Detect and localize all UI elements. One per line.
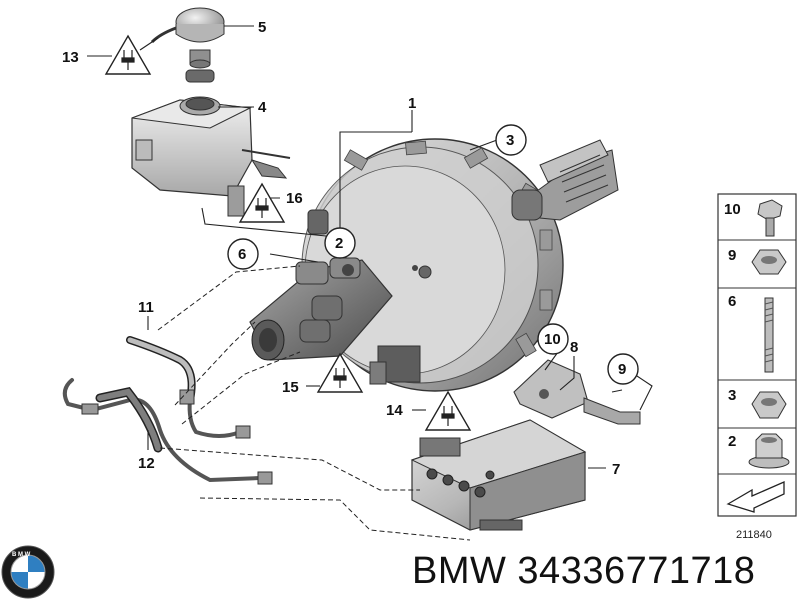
direction-arrow-icon [726,481,785,513]
callout-15: 15 [282,379,299,396]
dashed-connectors [157,265,471,541]
brake-fluid-reservoir [131,96,291,217]
callout-14: 14 [386,402,403,419]
callout-7: 7 [612,461,620,478]
diagram-code: 211840 [736,529,772,541]
callout-circle-3 [495,124,527,156]
hydraulic-unit [410,419,587,531]
callout-9: 9 [618,361,626,378]
warning-triangle-16 [238,182,286,223]
callout-12: 12 [138,455,155,472]
master-cylinder [249,209,421,385]
mounting-bracket [513,359,641,425]
bmw-logo-icon: B M W [1,545,55,599]
flange-nut-icon [748,433,790,469]
callout-6: 6 [238,246,246,263]
callout-11: 11 [138,299,154,316]
reservoir-cap [150,7,225,83]
warning-triangle-15 [316,352,364,393]
callout-circle-2 [324,227,356,259]
callout-5: 5 [258,19,266,36]
callout-13: 13 [62,49,79,66]
warning-triangle-14 [424,390,472,431]
callout-2: 2 [335,235,343,252]
legend-row-2-label: 2 [728,433,736,450]
callout-4: 4 [258,99,267,116]
svg-text:B M W: B M W [12,552,31,558]
callout-circle-6 [227,238,259,270]
brand-part-number: BMW 34336771718 [412,550,756,592]
callout-3: 3 [506,132,514,149]
warning-triangle-13 [104,34,152,75]
brake-lines [62,336,273,485]
callout-16: 16 [286,190,303,207]
legend-row-10-label: 10 [724,201,741,218]
callout-circle-10 [537,323,569,355]
stud-icon [764,297,774,373]
callout-1: 1 [408,95,416,112]
nut-icon [751,249,787,275]
legend-row-9-label: 9 [728,247,736,264]
self-locking-nut-icon [751,391,787,419]
legend-row-6-label: 6 [728,293,736,310]
legend-row-3-label: 3 [728,387,736,404]
bolt-icon [757,199,783,237]
callout-circle-9 [607,353,639,385]
callout-8: 8 [570,339,578,356]
legend-panel: 10 9 6 3 2 [717,193,797,517]
callout-10: 10 [544,331,561,348]
